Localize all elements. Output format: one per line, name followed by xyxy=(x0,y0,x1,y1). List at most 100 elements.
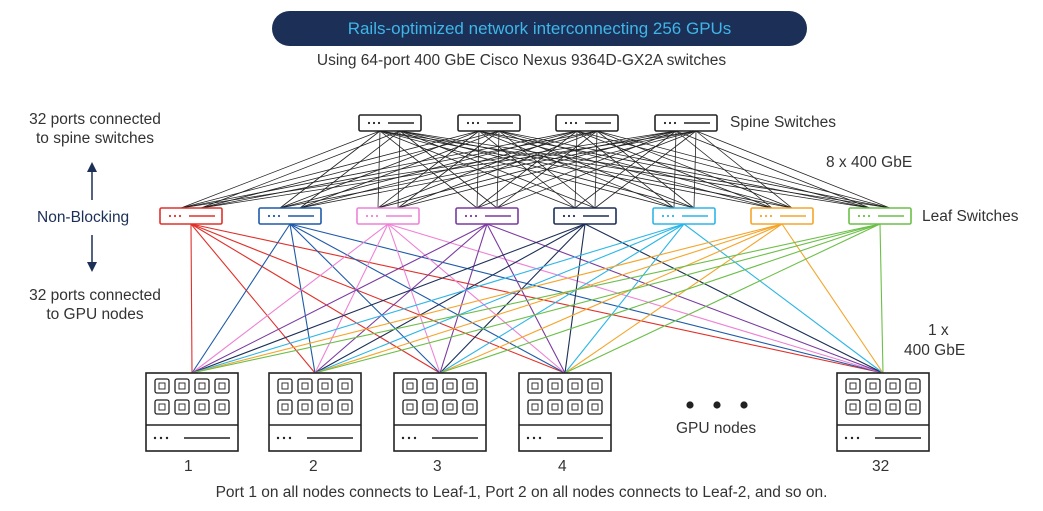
gpu-chip-icon xyxy=(845,399,861,415)
leaf-switch-7-port-dot xyxy=(769,214,773,218)
gpu-chip-core xyxy=(466,382,474,390)
gpu-chip-icon xyxy=(547,399,563,415)
gpu-chip-icon xyxy=(174,399,190,415)
node-label-2: 2 xyxy=(309,458,318,475)
leaf-switch-7-port-dot xyxy=(759,214,763,218)
leaf-node-link-4-0 xyxy=(191,223,586,374)
gpu-chip-icon xyxy=(845,378,861,394)
gpu-chip-icon xyxy=(402,399,418,415)
leaf-switch-8-port-dot xyxy=(867,214,871,218)
leaf-node-link-4-4 xyxy=(584,223,884,374)
gpu-chip-core xyxy=(889,382,897,390)
spine-switches xyxy=(358,114,718,132)
spine-switch-3-port-dot xyxy=(564,121,568,125)
down-arrow-icon xyxy=(87,262,97,272)
spine-leaf-link-3-2 xyxy=(397,130,697,209)
gpu-node-4-port-dot xyxy=(526,436,530,440)
gpu-chip-icon xyxy=(337,378,353,394)
leaf-switch-6-port-dot xyxy=(671,214,675,218)
leaf-node-link-6-2 xyxy=(439,223,783,374)
gpu-chip-core xyxy=(531,382,539,390)
gpu-node-1-port-dot xyxy=(159,436,163,440)
gpu-chip-icon xyxy=(527,378,543,394)
gpu-chip-icon xyxy=(567,378,583,394)
spine-leaf-link-3-7 xyxy=(675,130,871,209)
leaf-switch-5 xyxy=(553,207,617,225)
leaf-switch-8 xyxy=(848,207,912,225)
ellipsis-dot xyxy=(686,401,694,409)
gpu-chip-icon xyxy=(587,378,603,394)
gpu-node-3 xyxy=(393,372,487,452)
leaf-node-link-1-4 xyxy=(289,223,884,374)
gpu-chip-core xyxy=(849,403,857,411)
spine-switch-4 xyxy=(654,114,718,132)
gpu-chip-core xyxy=(321,382,329,390)
gpu-chip-core xyxy=(178,403,186,411)
spine-leaf-link-3-2 xyxy=(377,130,677,209)
leaf-node-link-7-0 xyxy=(191,223,881,374)
gpu-node-3-port-dot xyxy=(413,436,417,440)
gpu-chip-icon xyxy=(194,399,210,415)
gpu-chip-core xyxy=(198,403,206,411)
gpu-node-1-chassis xyxy=(145,372,239,452)
gpu-node-2-port-dot xyxy=(276,436,280,440)
leaf-switch-6-port-dot xyxy=(666,214,670,218)
gpu-node-32-port-dot xyxy=(844,436,848,440)
leaf-node-link-1-1 xyxy=(289,223,316,374)
gpu-chip-core xyxy=(571,403,579,411)
leaf-switch-8-port-dot xyxy=(857,214,861,218)
leaf-node-link-4-2 xyxy=(439,223,586,374)
footer-note: Port 1 on all nodes connects to Leaf-1, … xyxy=(215,484,828,501)
leaf-switch-1 xyxy=(159,207,223,225)
leaf-switch-2-port-dot xyxy=(272,214,276,218)
gpu-chip-icon xyxy=(277,378,293,394)
gpu-chip-core xyxy=(426,382,434,390)
gpu-node-32 xyxy=(836,372,930,452)
gpu-nodes-label: GPU nodes xyxy=(676,420,757,437)
leaf-node-link-5-3 xyxy=(564,223,685,374)
spine-switch-3-port-dot xyxy=(574,121,578,125)
gpu-node-group xyxy=(145,372,930,452)
spine-leaf-link-2-0 xyxy=(200,130,598,209)
gpu-chip-icon xyxy=(422,399,438,415)
spine-leaf-link-3-4 xyxy=(574,130,677,209)
ports-to-gpu-line1: 32 ports connected xyxy=(29,287,161,304)
gpu-chip-core xyxy=(281,382,289,390)
gpu-chip-core xyxy=(198,382,206,390)
gpu-chip-icon xyxy=(214,378,230,394)
gpu-node-3-port-dot xyxy=(407,436,411,440)
gpu-chip-icon xyxy=(885,399,901,415)
gpu-chip-core xyxy=(178,382,186,390)
gpu-chip-icon xyxy=(194,378,210,394)
gpu-chip-icon xyxy=(337,399,353,415)
spine-leaf-link-3-7 xyxy=(695,130,891,209)
ports-to-gpu-label: 32 ports connected to GPU nodes xyxy=(14,286,176,325)
gpu-node-32-port-dot xyxy=(850,436,854,440)
leaf-node-link-2-2 xyxy=(387,223,441,374)
leaf-switch-6-port-dot xyxy=(661,214,665,218)
leaf-switches-label: Leaf Switches xyxy=(922,208,1019,225)
spine-leaf-link-3-0 xyxy=(200,130,697,209)
gpu-chip-core xyxy=(341,403,349,411)
spine-leaf-link-3-1 xyxy=(299,130,697,209)
leaf-node-link-2-1 xyxy=(314,223,389,374)
spine-switches-label: Spine Switches xyxy=(730,114,836,131)
leaf-switches xyxy=(159,207,912,225)
spine-switch-1 xyxy=(358,114,422,132)
gpu-chip-core xyxy=(551,382,559,390)
spine-link-label: 8 x 400 GbE xyxy=(826,154,913,171)
ports-to-spine-label: 32 ports connected to spine switches xyxy=(14,110,176,149)
ports-to-spine-line1: 32 ports connected xyxy=(29,111,161,128)
leaf-node-link-2-0 xyxy=(191,223,389,374)
non-blocking-arrows xyxy=(87,162,97,272)
leaf-node-link-2-3 xyxy=(387,223,566,374)
gpu-chip-icon xyxy=(865,378,881,394)
gpu-chip-icon xyxy=(297,378,313,394)
leaf-node-link-1-2 xyxy=(289,223,441,374)
gpu-chip-core xyxy=(281,403,289,411)
gpu-chip-icon xyxy=(154,378,170,394)
leaf-switch-4-port-dot xyxy=(469,214,473,218)
gpu-chip-icon xyxy=(174,378,190,394)
spine-leaf-link-3-5 xyxy=(693,130,697,209)
leaf-switch-5-port-dot xyxy=(567,214,571,218)
